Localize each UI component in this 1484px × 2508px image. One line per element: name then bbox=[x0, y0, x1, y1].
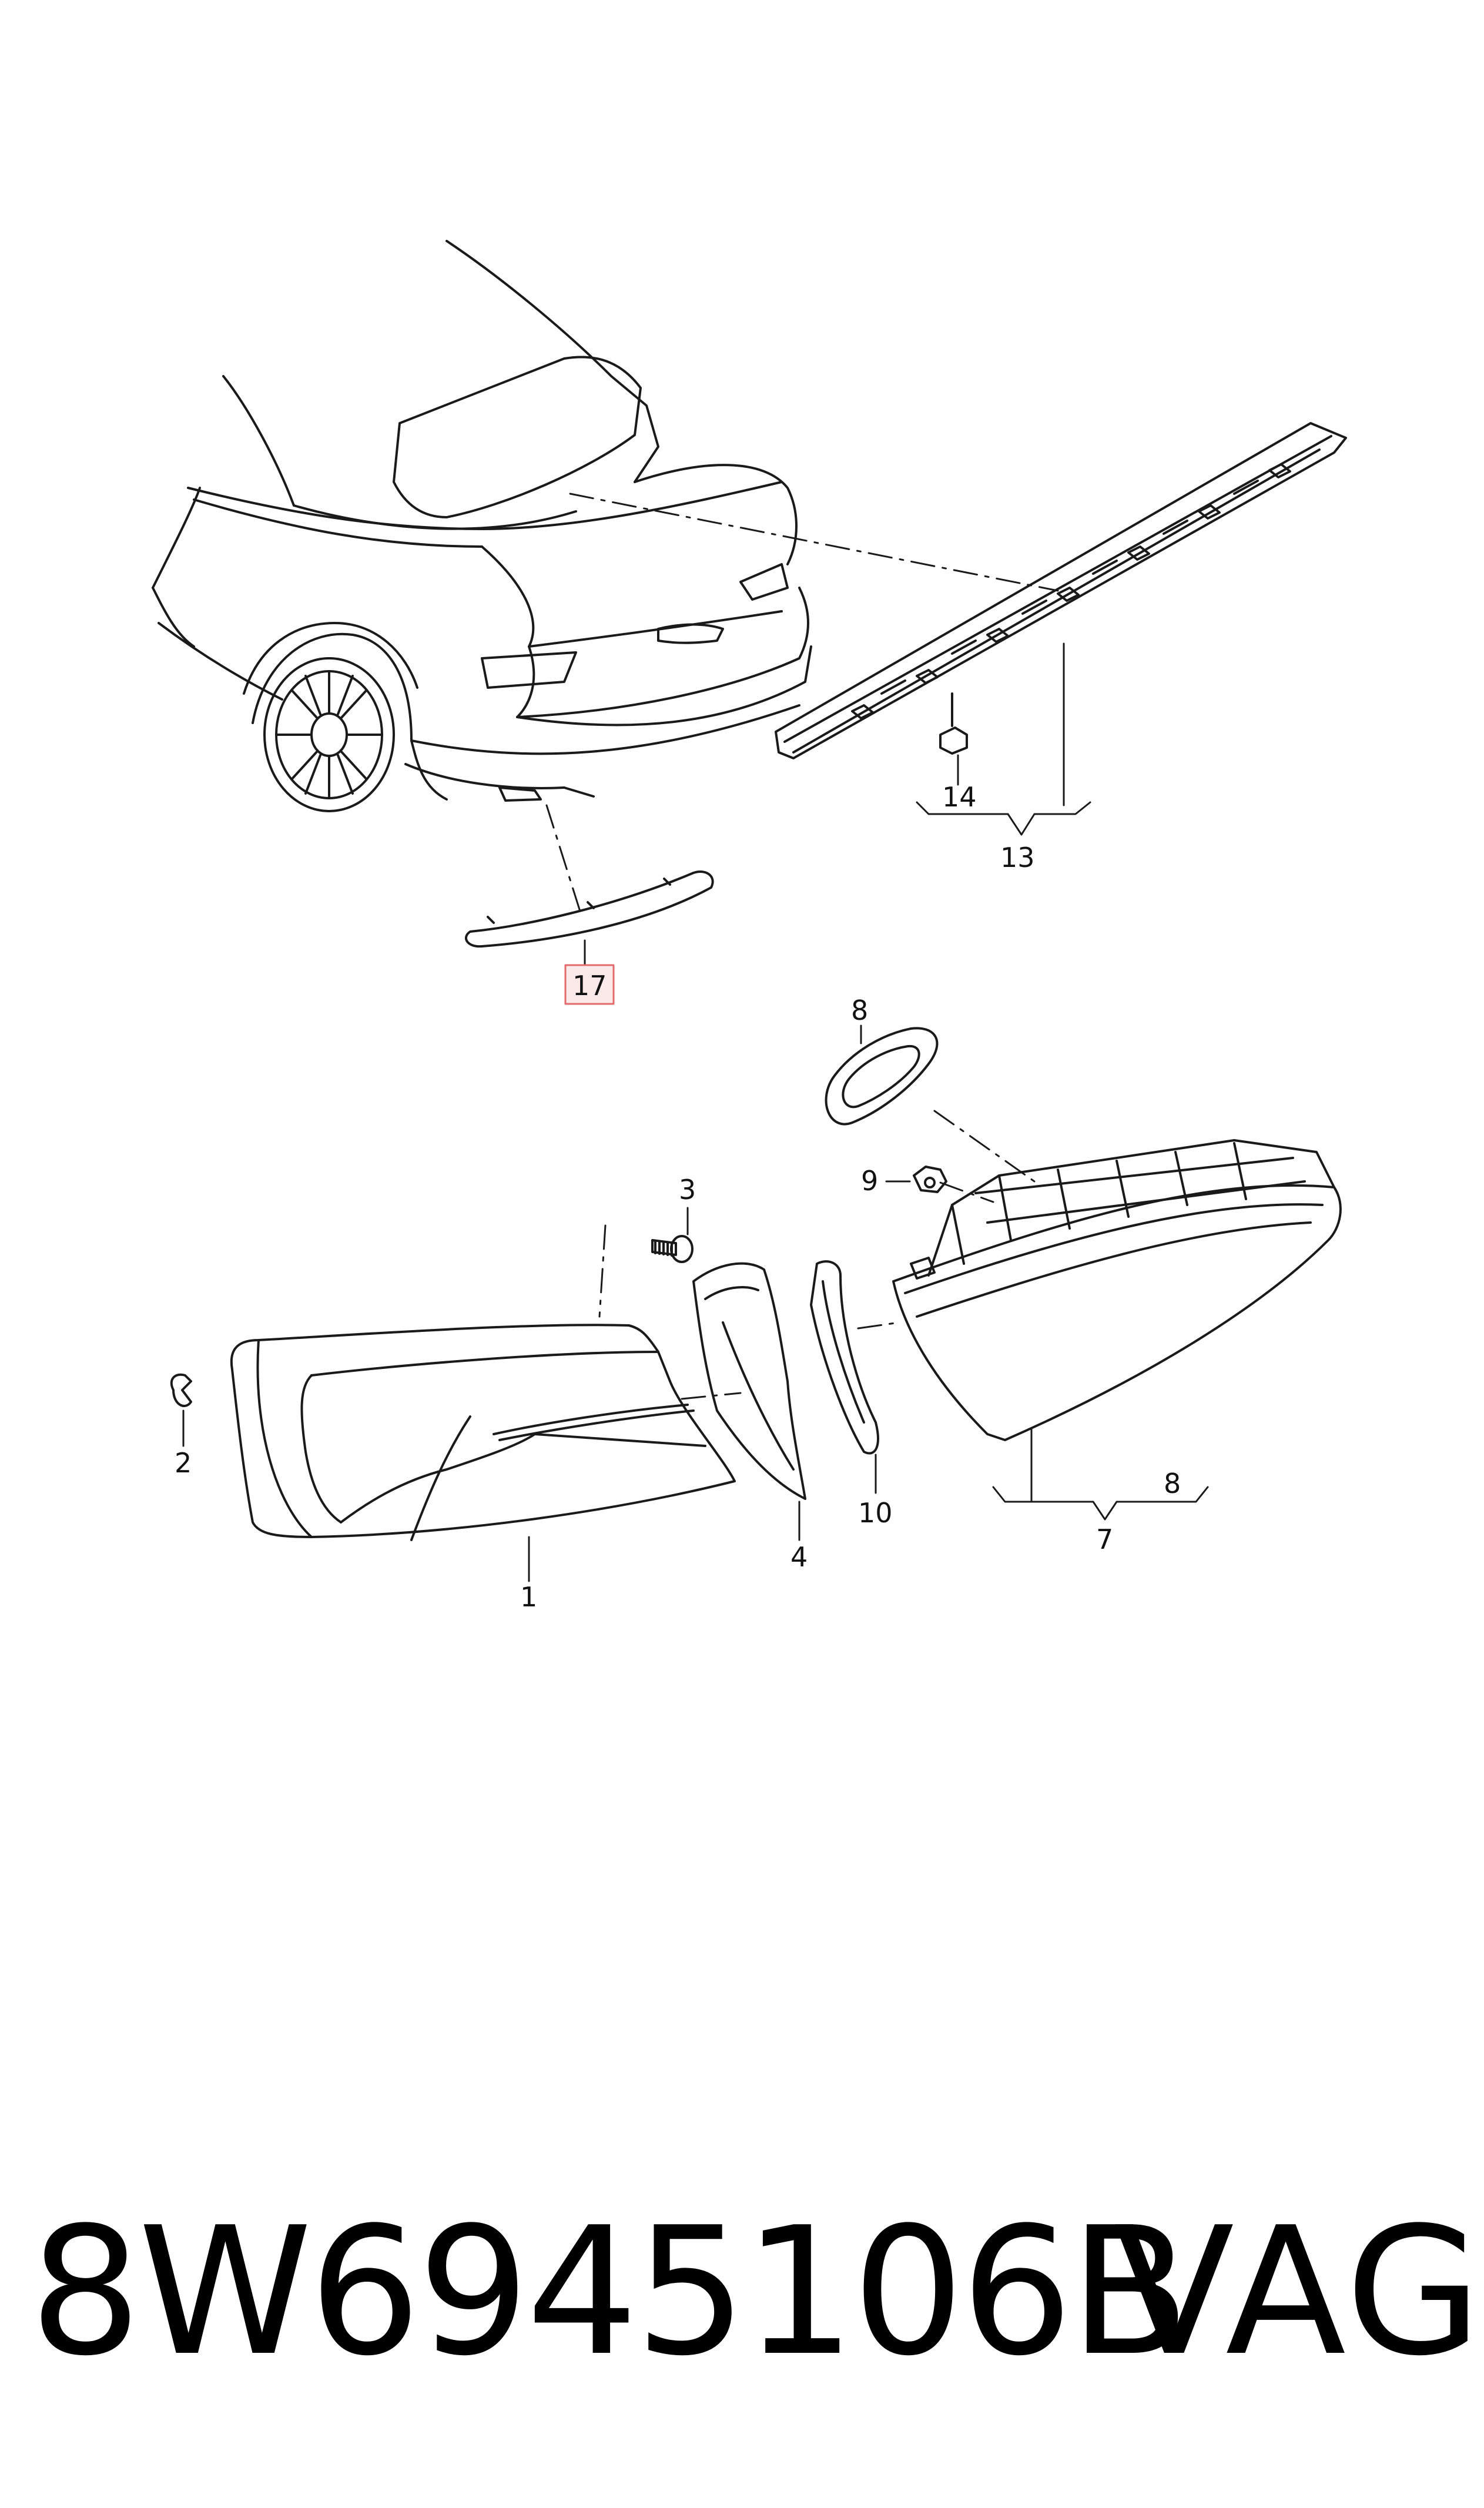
part-13-trim-bar bbox=[775, 422, 1347, 759]
part-14-clip bbox=[939, 726, 968, 755]
callout-10: 10 bbox=[858, 1497, 893, 1529]
assembly-lines bbox=[545, 493, 1059, 1400]
callout-17: 17 bbox=[572, 970, 607, 1002]
callout-4: 4 bbox=[790, 1541, 808, 1573]
callout-8-gasket: 8 bbox=[851, 995, 868, 1026]
part-1-outer-tail-light bbox=[230, 1324, 736, 1541]
wheel-tire bbox=[263, 657, 395, 812]
footer-caption: 8W6945106B VAG bbox=[0, 2175, 1484, 2410]
part-9-nut bbox=[913, 1166, 947, 1193]
callout-3: 3 bbox=[679, 1174, 696, 1206]
part-10-seal-strip bbox=[810, 1260, 879, 1455]
callout-17-highlight bbox=[564, 964, 615, 1005]
part-4-bracket bbox=[692, 1262, 806, 1500]
callout-7: 7 bbox=[1096, 1523, 1113, 1555]
callout-1: 1 bbox=[520, 1581, 537, 1613]
callout-8-assembly: 8 bbox=[1164, 1468, 1181, 1499]
part-17-trim-strip bbox=[465, 870, 714, 948]
part-3-screw bbox=[651, 1235, 694, 1263]
callout-9: 9 bbox=[861, 1165, 878, 1197]
callout-13: 13 bbox=[1000, 842, 1035, 873]
part-8-gasket bbox=[825, 1027, 939, 1126]
part-number: 8W6945106B bbox=[29, 2189, 1190, 2395]
callout-14: 14 bbox=[942, 781, 977, 813]
callout-2: 2 bbox=[175, 1447, 192, 1479]
part-2-clip bbox=[170, 1373, 192, 1408]
callout-labels: 14 13 17 8 9 3 2 1 4 10 8 7 bbox=[175, 781, 1181, 1613]
part-7-inner-tail-light bbox=[892, 1139, 1342, 1441]
leader-lines bbox=[182, 642, 1209, 1582]
brand-name: VAG bbox=[1114, 2189, 1484, 2395]
car-rear-illustration bbox=[152, 240, 812, 812]
